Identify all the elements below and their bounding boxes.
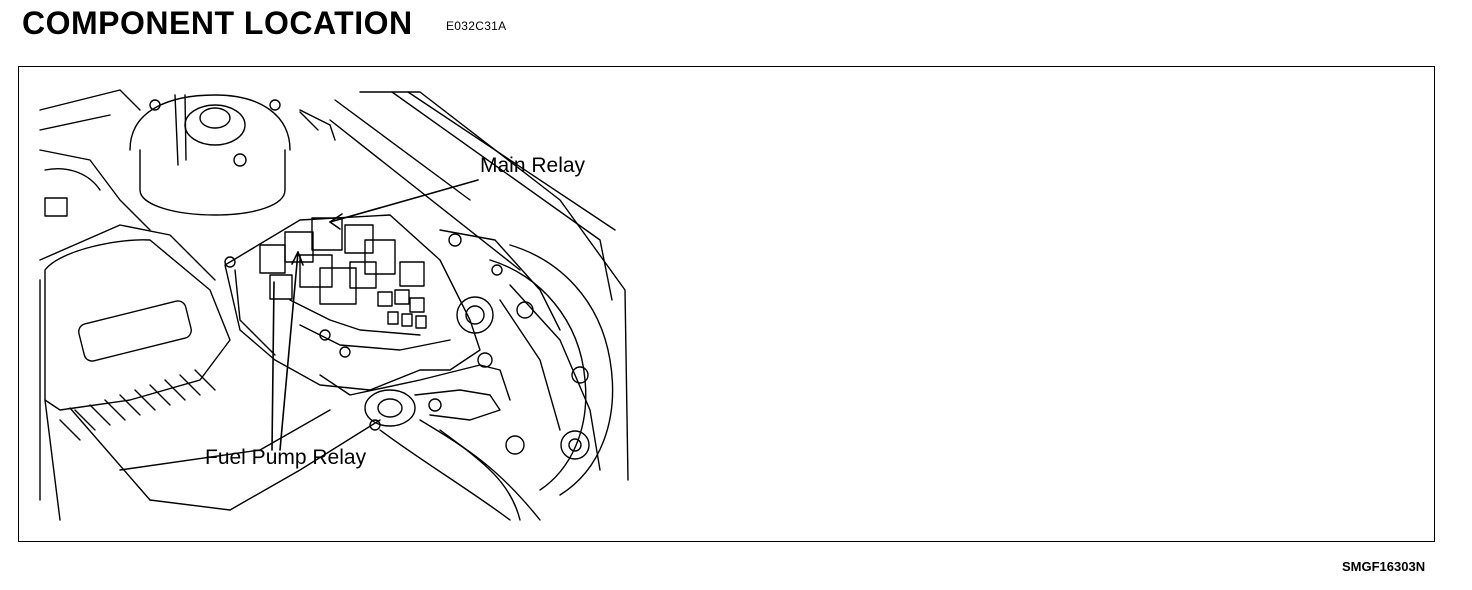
main-relay-arrow [329, 213, 343, 230]
leader-lines [271, 179, 479, 451]
fuel-relay-leader-2 [271, 281, 275, 451]
document-code: E032C31A [446, 19, 507, 33]
fender-lines [299, 91, 629, 496]
battery-terminal [319, 352, 541, 521]
relay-box [224, 214, 481, 391]
page-title: COMPONENT LOCATION [22, 5, 413, 41]
main-relay-leader [329, 179, 479, 223]
engine-bay-left [39, 89, 216, 501]
right-side-hardware [448, 233, 601, 471]
strut-tower [129, 94, 291, 216]
main-relay-label: Main Relay [480, 154, 586, 177]
fuel-relay-arrow-1 [291, 251, 304, 266]
figure-frame [18, 66, 1435, 542]
air-cleaner [44, 239, 381, 521]
fuel-pump-relay-label: Fuel Pump Relay [205, 446, 367, 469]
figure-id: SMGF16303N [1342, 559, 1426, 574]
fuel-relay-leader-1 [279, 251, 299, 451]
